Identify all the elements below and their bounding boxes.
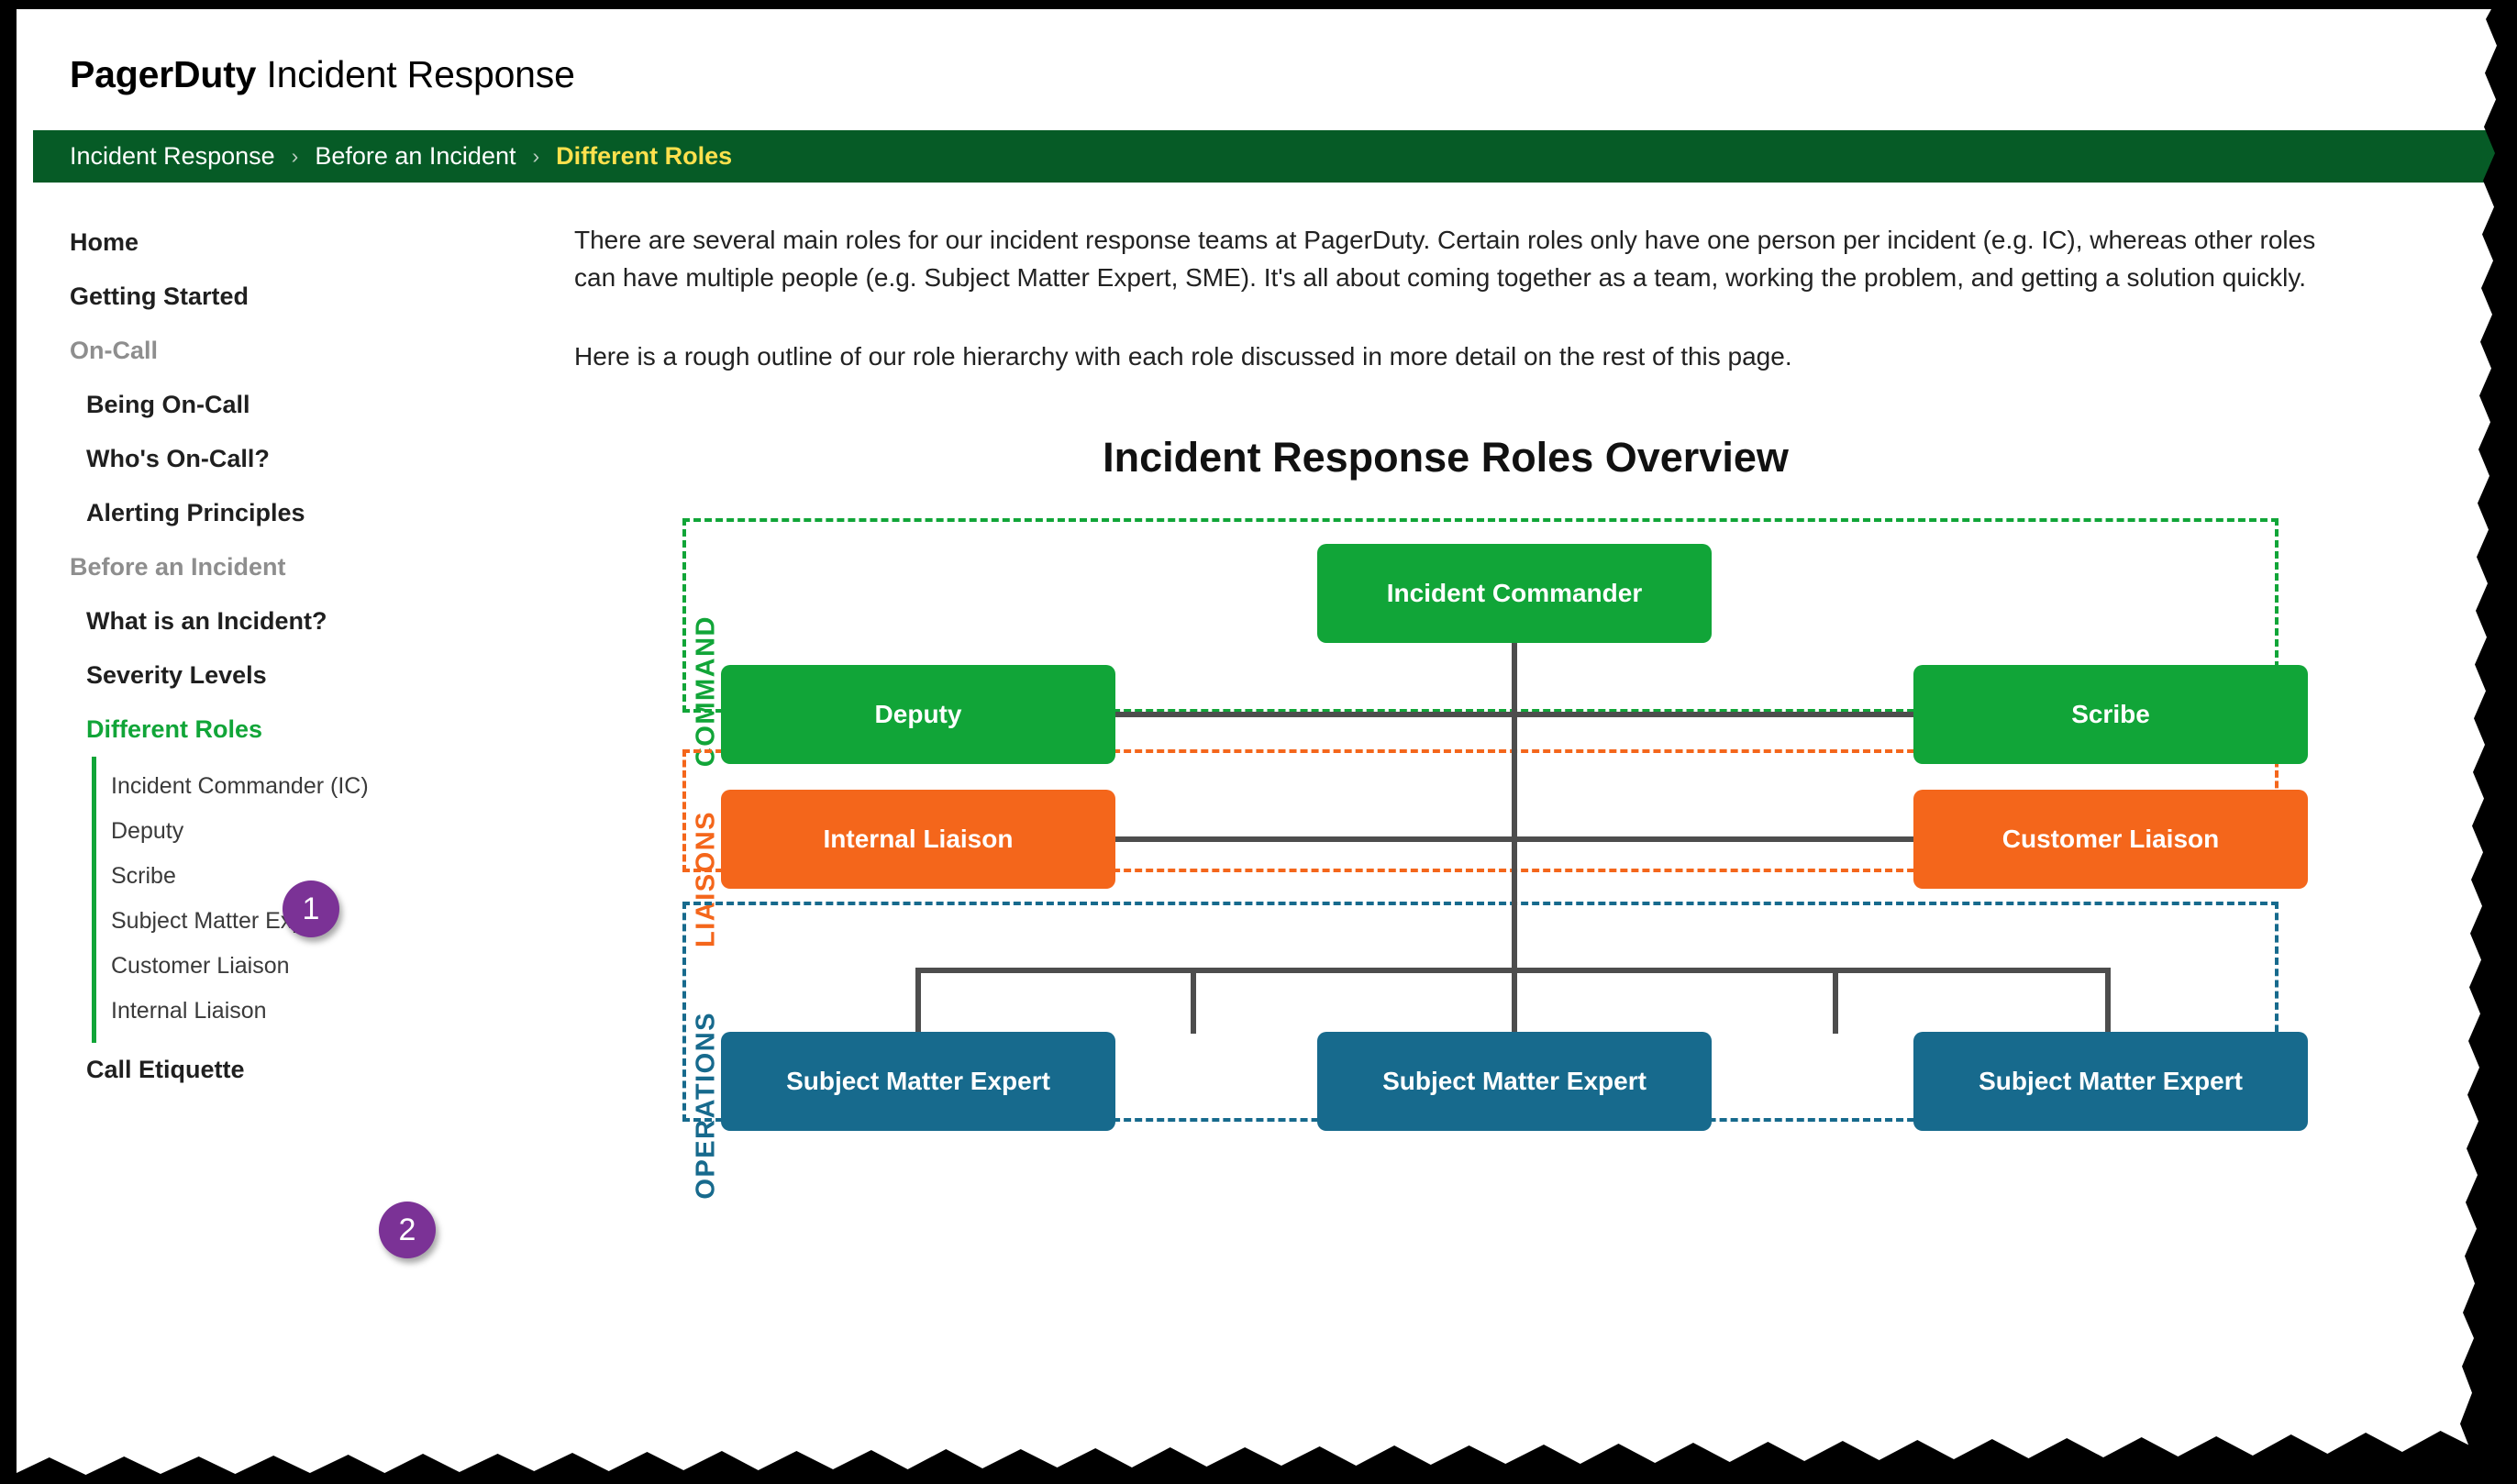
connector-liaison-row	[1115, 836, 1913, 843]
band-label-command: COMMAND	[691, 615, 721, 768]
node-scribe: Scribe	[1913, 665, 2308, 765]
breadcrumb-bar: Incident Response › Before an Incident ›…	[33, 130, 2517, 183]
sidebar-item-alerting-principles[interactable]: Alerting Principles	[86, 499, 305, 526]
node-subject-matter-expert-1: Subject Matter Expert	[721, 1032, 1115, 1132]
site-brand[interactable]: PagerDuty Incident Response	[70, 53, 575, 96]
diagram-band-command: COMMAND	[682, 518, 2279, 767]
intro-paragraph-2: Here is a rough outline of our role hier…	[574, 341, 1792, 371]
node-incident-commander: Incident Commander	[1317, 544, 1712, 644]
breadcrumb-separator-0: ›	[291, 144, 299, 168]
main-content: There are several main roles for our inc…	[574, 183, 2517, 1484]
breadcrumb-item-0[interactable]: Incident Response	[70, 142, 275, 170]
connector-sme-drop-3	[1512, 968, 1517, 1035]
content-columns: Home Getting Started On-Call Being On-Ca…	[33, 183, 2517, 1484]
connector-spine	[1512, 643, 1517, 991]
sidebar-item-being-on-call[interactable]: Being On-Call	[86, 391, 250, 418]
node-subject-matter-expert-3: Subject Matter Expert	[1913, 1032, 2308, 1132]
sidebar-section-on-call: On-Call	[70, 337, 159, 364]
page-canvas: PagerDuty Incident Response Incident Res…	[17, 9, 2517, 1484]
connector-sme-drop-1	[915, 968, 921, 1035]
connector-sme-drop-4	[1833, 968, 1838, 1035]
sidebar-subitem-customer-liaison[interactable]: Customer Liaison	[111, 953, 290, 979]
sidebar: Home Getting Started On-Call Being On-Ca…	[33, 183, 574, 1484]
connector-command-row	[1115, 712, 1913, 718]
sidebar-item-call-etiquette[interactable]: Call Etiquette	[86, 1056, 245, 1083]
sidebar-item-what-is-an-incident[interactable]: What is an Incident?	[86, 607, 327, 635]
node-internal-liaison: Internal Liaison	[721, 790, 1115, 890]
diagram-title: Incident Response Roles Overview	[1103, 434, 1789, 482]
breadcrumb: Incident Response › Before an Incident ›…	[70, 142, 732, 171]
band-label-operations: OPERATIONS	[691, 1012, 721, 1200]
node-subject-matter-expert-2: Subject Matter Expert	[1317, 1032, 1712, 1132]
intro-paragraph-1: There are several main roles for our inc…	[574, 226, 2316, 293]
sidebar-item-severity-levels[interactable]: Severity Levels	[86, 661, 267, 689]
breadcrumb-separator-1: ›	[532, 144, 540, 168]
sidebar-item-getting-started[interactable]: Getting Started	[70, 282, 249, 310]
sidebar-subitem-deputy[interactable]: Deputy	[111, 818, 184, 844]
sidebar-subitem-scribe[interactable]: Scribe	[111, 863, 176, 889]
node-deputy: Deputy	[721, 665, 1115, 765]
brand-subtitle: Incident Response	[266, 52, 575, 95]
roles-diagram: COMMAND LIAISONS OPERATIONS	[611, 518, 2334, 1344]
sidebar-item-different-roles[interactable]: Different Roles	[86, 715, 263, 743]
annotation-badge-2: 2	[379, 1202, 436, 1258]
site-header: PagerDuty Incident Response	[33, 18, 2517, 130]
breadcrumb-item-1[interactable]: Before an Incident	[315, 142, 516, 170]
annotation-badge-1: 1	[283, 880, 339, 937]
sidebar-section-before-an-incident: Before an Incident	[70, 553, 286, 581]
connector-sme-drop-2	[1191, 968, 1196, 1035]
sidebar-item-whos-on-call[interactable]: Who's On-Call?	[86, 445, 270, 472]
node-customer-liaison: Customer Liaison	[1913, 790, 2308, 890]
sidebar-item-home[interactable]: Home	[70, 228, 139, 256]
breadcrumb-item-current: Different Roles	[556, 142, 733, 170]
connector-sme-drop-5	[2105, 968, 2111, 1035]
brand-name: PagerDuty	[70, 52, 257, 95]
sidebar-subitem-internal-liaison[interactable]: Internal Liaison	[111, 998, 267, 1024]
sidebar-subitem-incident-commander[interactable]: Incident Commander (IC)	[111, 773, 369, 799]
